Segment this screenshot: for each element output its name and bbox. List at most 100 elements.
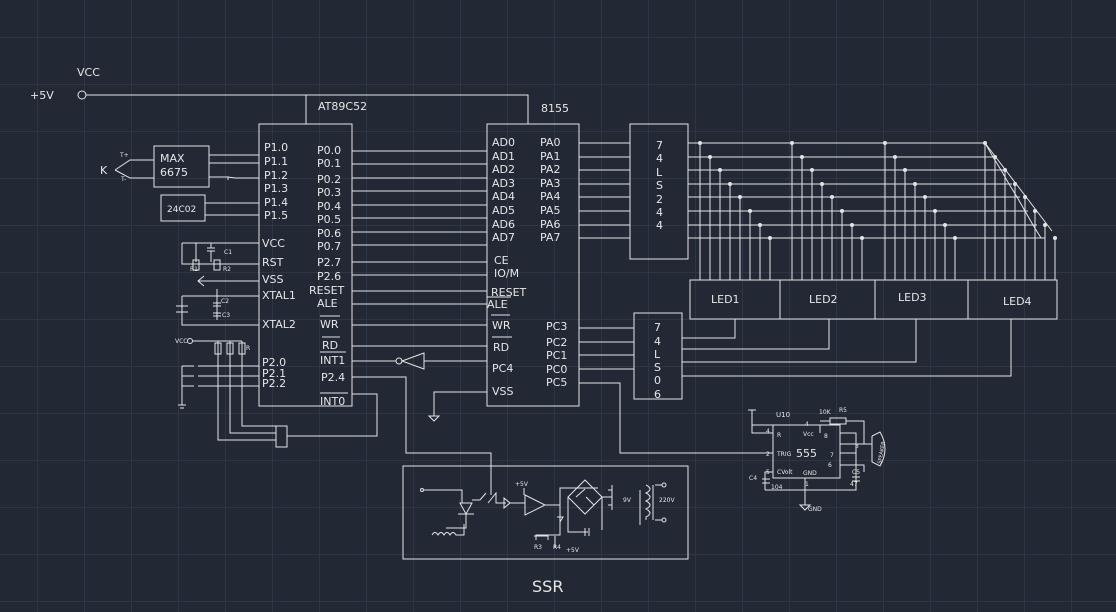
thermocouple-label: K [100, 164, 108, 177]
svg-text:4: 4 [766, 428, 770, 435]
r1 [192, 259, 200, 271]
io-pin: PA4 [540, 190, 560, 203]
mcu-pin: VCC [262, 237, 285, 250]
io-pin: PA2 [540, 163, 560, 176]
io-pin: PA1 [540, 150, 560, 163]
mcu-pin: P0.1 [317, 157, 341, 170]
svg-text:6: 6 [654, 388, 661, 401]
mcu-pin: P2.7 [317, 256, 341, 269]
ssr-circuit [424, 479, 662, 548]
c5-value: 47 [850, 481, 858, 488]
io-pin: PA7 [540, 231, 560, 244]
speaker-label: SPEAKER [877, 440, 887, 464]
mcu-pin: XTAL1 [262, 289, 296, 302]
led-4: LED4 [1003, 295, 1032, 308]
io-chip-body [486, 123, 580, 407]
pullup [214, 342, 222, 355]
junction-dot [860, 236, 864, 240]
mcu-pin: P0.4 [317, 200, 341, 213]
mcu-pin: P2.6 [317, 270, 341, 283]
mcu-pin: RST [262, 256, 284, 269]
junction-dot [953, 236, 957, 240]
mcu-pin: P1.2 [264, 169, 288, 182]
supply-terminal [77, 90, 87, 100]
segment-tap-lines [699, 143, 1056, 280]
mcu-pin: P0.6 [317, 227, 341, 240]
mcu-pin: P2.1 [262, 367, 286, 380]
pullup [238, 342, 246, 355]
digit-driver-label: 7 4 L S 0 6 [654, 321, 661, 401]
svg-text:0: 0 [654, 374, 661, 387]
mcu-pin: P1.1 [264, 155, 288, 168]
svg-text:S: S [654, 361, 661, 374]
io-pin: IO/M [494, 267, 519, 280]
io-pin: AD6 [492, 218, 515, 231]
overbars [320, 315, 348, 394]
mcu-pin: INT0 [320, 395, 345, 408]
mcu-pin: P1.4 [264, 196, 288, 209]
mcu-body [258, 123, 353, 407]
svg-text:8: 8 [824, 433, 828, 440]
io-pin: PC0 [546, 363, 567, 376]
junction-dot [893, 155, 897, 159]
mcu-pin: P0.0 [317, 144, 341, 157]
pullup-rail [193, 340, 243, 381]
junction-dot [800, 155, 804, 159]
junction-dot [943, 223, 947, 227]
junction-dot [840, 209, 844, 213]
svg-text:R: R [777, 432, 781, 439]
mcu-pin: P1.3 [264, 182, 288, 195]
tplus-label: T+ [119, 152, 129, 159]
mcu-pin: P1.5 [264, 209, 288, 222]
max6675-line1: MAX [160, 152, 185, 165]
mcu-pin: VSS [262, 273, 284, 286]
svg-text:CVolt: CVolt [777, 469, 793, 476]
vss-ground [427, 391, 487, 422]
io-pin: PC4 [492, 362, 513, 375]
digit-driver-body [633, 312, 683, 400]
led-dividers [779, 280, 969, 319]
thermocouple [114, 159, 154, 179]
c2-label: C2 [221, 298, 229, 305]
eeprom-name: 24C02 [167, 205, 196, 215]
mcu-pin: P0.7 [317, 240, 341, 253]
io-pin: AD0 [492, 136, 515, 149]
mcu-pin: P2.2 [262, 377, 286, 390]
svg-text:7: 7 [656, 139, 663, 152]
junction-dot [790, 141, 794, 145]
io-pin: PC5 [546, 376, 567, 389]
junction-dot [1023, 195, 1027, 199]
mcu-name: AT89C52 [318, 100, 367, 113]
pa-bus [579, 142, 630, 239]
junction-dot [738, 195, 742, 199]
vcc-label: VCC [77, 66, 100, 79]
svg-text:Vcc: Vcc [803, 431, 814, 438]
junction-dot [983, 141, 987, 145]
io-pin: RESET [491, 286, 527, 299]
io-pin: PA0 [540, 136, 560, 149]
io-overbars [487, 296, 512, 338]
io-pin: PC1 [546, 349, 567, 362]
mcu-pin: WR [320, 318, 339, 331]
timer-wiring [748, 409, 872, 511]
segment-taps [698, 141, 1057, 280]
seg-driver-label: 7 4 L S 2 4 4 [656, 139, 663, 232]
junction-dot [933, 209, 937, 213]
eeprom-wires [205, 202, 259, 216]
junction-dot [708, 155, 712, 159]
svg-text:6: 6 [828, 462, 832, 469]
max-wires [209, 154, 259, 180]
io-pin: WR [492, 319, 511, 332]
timer-chip: 555 [796, 447, 817, 460]
junction-dot [993, 155, 997, 159]
reset-network [176, 242, 259, 326]
junction-dot [1013, 182, 1017, 186]
svg-text:L: L [656, 166, 663, 179]
io-pin: VSS [492, 385, 514, 398]
svg-text:2: 2 [766, 451, 770, 458]
mcu-pin: P0.5 [317, 213, 341, 226]
io-chip-left-pins: AD0 AD1 AD2 AD3 AD4 AD5 AD6 AD7 CE IO/M … [487, 136, 527, 398]
svg-text:4: 4 [654, 335, 661, 348]
max6675-body [153, 145, 210, 188]
